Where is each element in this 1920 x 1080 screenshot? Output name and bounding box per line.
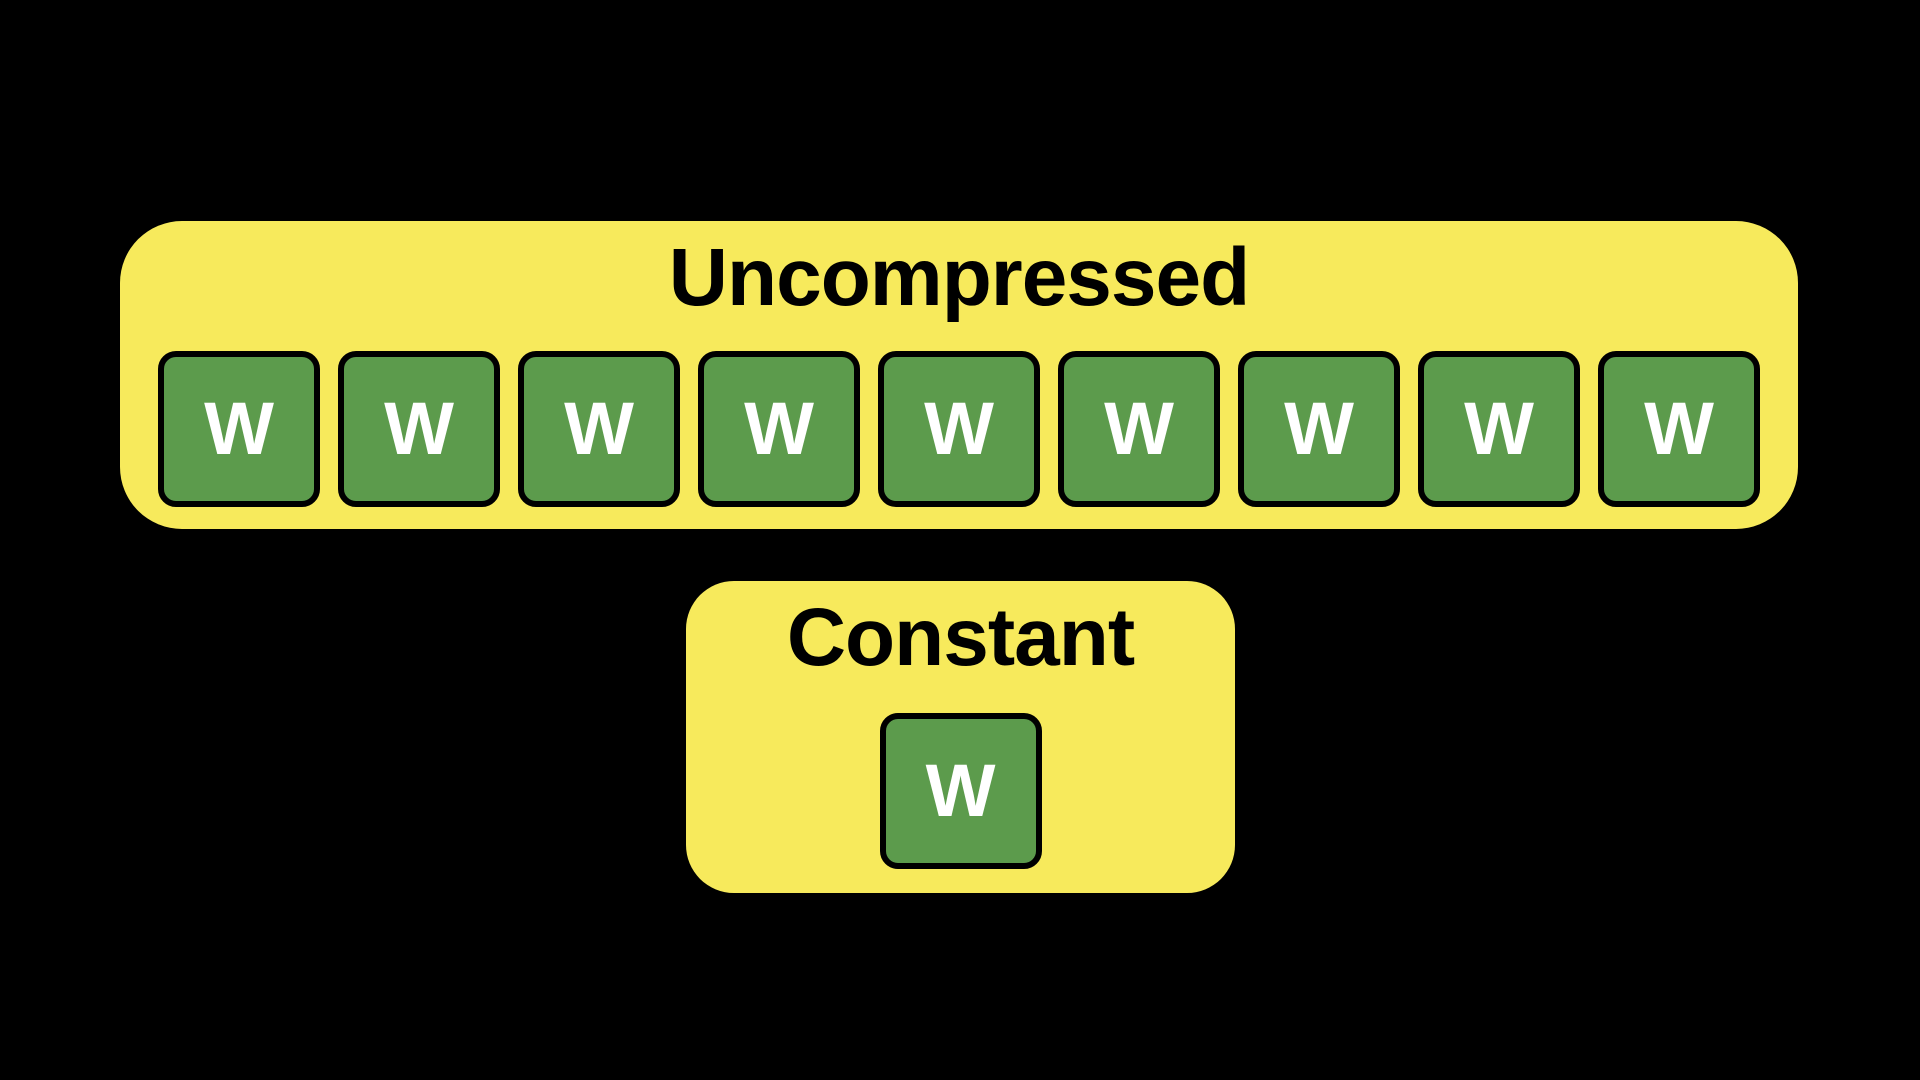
letter-tile: W bbox=[158, 351, 320, 507]
constant-tile-row: W bbox=[879, 713, 1042, 869]
tile-letter: W bbox=[204, 387, 274, 470]
tile-letter: W bbox=[1284, 387, 1354, 470]
constant-box: Constant W bbox=[686, 581, 1235, 893]
letter-tile: W bbox=[518, 351, 680, 507]
letter-tile: W bbox=[879, 713, 1042, 869]
tile-letter: W bbox=[564, 387, 634, 470]
letter-tile: W bbox=[1058, 351, 1220, 507]
tile-letter: W bbox=[744, 387, 814, 470]
tile-letter: W bbox=[1464, 387, 1534, 470]
uncompressed-box: Uncompressed W W W W W W W W W bbox=[120, 221, 1798, 529]
letter-tile: W bbox=[698, 351, 860, 507]
letter-tile: W bbox=[1598, 351, 1760, 507]
uncompressed-title: Uncompressed bbox=[668, 232, 1250, 323]
letter-tile: W bbox=[338, 351, 500, 507]
tile-letter: W bbox=[925, 749, 996, 832]
tile-letter: W bbox=[1644, 387, 1714, 470]
tile-letter: W bbox=[1104, 387, 1174, 470]
letter-tile: W bbox=[1418, 351, 1580, 507]
tile-letter: W bbox=[924, 387, 994, 470]
letter-tile: W bbox=[1238, 351, 1400, 507]
tile-letter: W bbox=[384, 387, 454, 470]
letter-tile: W bbox=[878, 351, 1040, 507]
constant-title: Constant bbox=[786, 592, 1135, 683]
